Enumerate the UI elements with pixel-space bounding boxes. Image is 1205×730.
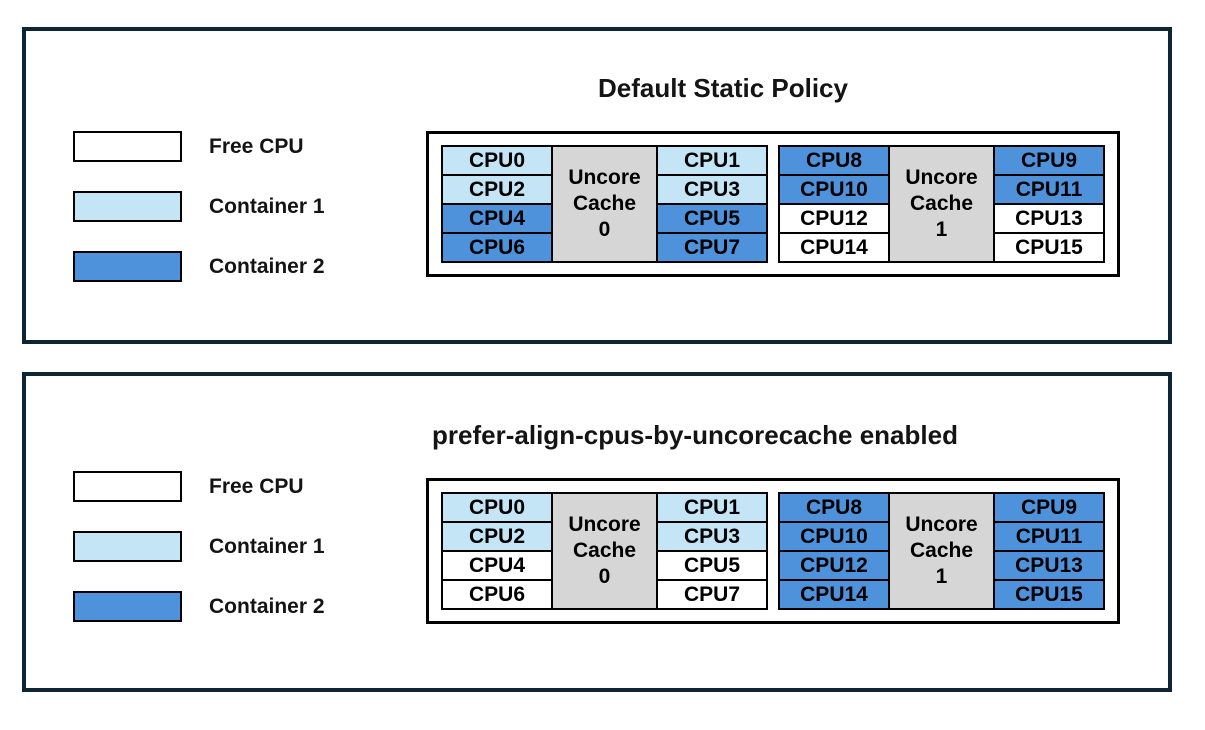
legend-label: Container 2: [209, 254, 325, 278]
panel-default-static-policy: Default Static Policy Free CPU Container…: [22, 27, 1172, 344]
legend: Free CPU Container 1 Container 2: [73, 131, 325, 282]
legend-item-container-2: Container 2: [73, 251, 325, 282]
cpu10-cell: CPU10: [778, 174, 890, 205]
cpu14-cell: CPU14: [778, 579, 890, 610]
legend-item-container-1: Container 1: [73, 191, 325, 222]
uncore-cache-0-group: CPU0 CPU2 CPU4 CPU6 Uncore Cache 0 CPU1 …: [441, 492, 768, 610]
uncore-cache-1-group: CPU8 CPU10 CPU12 CPU14 Uncore Cache 1 CP…: [778, 492, 1105, 610]
cpu14-cell: CPU14: [778, 232, 890, 263]
cpu1-cell: CPU1: [656, 492, 768, 523]
cpu5-cell: CPU5: [656, 203, 768, 234]
cpu6-cell: CPU6: [441, 579, 553, 610]
legend-label: Container 1: [209, 194, 325, 218]
cpu5-cell: CPU5: [656, 550, 768, 581]
legend-item-container-1: Container 1: [73, 531, 325, 562]
cpu11-cell: CPU11: [993, 174, 1105, 205]
legend-item-container-2: Container 2: [73, 591, 325, 622]
cpu7-cell: CPU7: [656, 232, 768, 263]
legend-swatch-container-1: [73, 191, 182, 222]
legend-swatch-free-cpu: [73, 471, 182, 502]
cpu2-cell: CPU2: [441, 174, 553, 205]
cpu15-cell: CPU15: [993, 579, 1105, 610]
cpu3-cell: CPU3: [656, 174, 768, 205]
cpu-topology-diagram: CPU0 CPU2 CPU4 CPU6 Uncore Cache 0 CPU1 …: [426, 131, 1120, 277]
legend: Free CPU Container 1 Container 2: [73, 471, 325, 622]
cpu-topology-diagram: CPU0 CPU2 CPU4 CPU6 Uncore Cache 0 CPU1 …: [426, 478, 1120, 624]
legend-swatch-container-1: [73, 531, 182, 562]
uncore-cache-1-group: CPU8 CPU10 CPU12 CPU14 Uncore Cache 1 CP…: [778, 145, 1105, 263]
panel-title: prefer-align-cpus-by-uncorecache enabled: [432, 420, 958, 450]
cpu-column-left: CPU8 CPU10 CPU12 CPU14: [778, 492, 890, 610]
uncore-cache-0-block: Uncore Cache 0: [551, 492, 658, 610]
panel-title: Default Static Policy: [598, 73, 848, 103]
cpu9-cell: CPU9: [993, 492, 1105, 523]
cpu2-cell: CPU2: [441, 521, 553, 552]
uncore-cache-0-block: Uncore Cache 0: [551, 145, 658, 263]
legend-swatch-container-2: [73, 591, 182, 622]
cpu-column-left: CPU0 CPU2 CPU4 CPU6: [441, 492, 553, 610]
cpu-column-right: CPU1 CPU3 CPU5 CPU7: [656, 145, 768, 263]
cpu0-cell: CPU0: [441, 145, 553, 176]
cpu-column-right: CPU9 CPU11 CPU13 CPU15: [993, 145, 1105, 263]
cpu7-cell: CPU7: [656, 579, 768, 610]
cpu-column-left: CPU8 CPU10 CPU12 CPU14: [778, 145, 890, 263]
uncore-cache-0-group: CPU0 CPU2 CPU4 CPU6 Uncore Cache 0 CPU1 …: [441, 145, 768, 263]
cpu8-cell: CPU8: [778, 145, 890, 176]
cpu12-cell: CPU12: [778, 203, 890, 234]
cpu12-cell: CPU12: [778, 550, 890, 581]
cpu11-cell: CPU11: [993, 521, 1105, 552]
uncore-cache-1-block: Uncore Cache 1: [888, 145, 995, 263]
cpu10-cell: CPU10: [778, 521, 890, 552]
cpu6-cell: CPU6: [441, 232, 553, 263]
legend-item-free-cpu: Free CPU: [73, 131, 325, 162]
uncore-cache-1-block: Uncore Cache 1: [888, 492, 995, 610]
cpu-column-right: CPU9 CPU11 CPU13 CPU15: [993, 492, 1105, 610]
legend-label: Free CPU: [209, 474, 304, 498]
cpu13-cell: CPU13: [993, 550, 1105, 581]
cpu-column-right: CPU1 CPU3 CPU5 CPU7: [656, 492, 768, 610]
panel-uncorecache-enabled: prefer-align-cpus-by-uncorecache enabled…: [22, 372, 1172, 692]
legend-item-free-cpu: Free CPU: [73, 471, 325, 502]
cpu4-cell: CPU4: [441, 203, 553, 234]
cpu3-cell: CPU3: [656, 521, 768, 552]
legend-label: Container 1: [209, 534, 325, 558]
cpu8-cell: CPU8: [778, 492, 890, 523]
cpu0-cell: CPU0: [441, 492, 553, 523]
cpu4-cell: CPU4: [441, 550, 553, 581]
cpu1-cell: CPU1: [656, 145, 768, 176]
cpu9-cell: CPU9: [993, 145, 1105, 176]
legend-label: Free CPU: [209, 134, 304, 158]
cpu13-cell: CPU13: [993, 203, 1105, 234]
cpu-column-left: CPU0 CPU2 CPU4 CPU6: [441, 145, 553, 263]
legend-label: Container 2: [209, 594, 325, 618]
legend-swatch-free-cpu: [73, 131, 182, 162]
legend-swatch-container-2: [73, 251, 182, 282]
cpu15-cell: CPU15: [993, 232, 1105, 263]
